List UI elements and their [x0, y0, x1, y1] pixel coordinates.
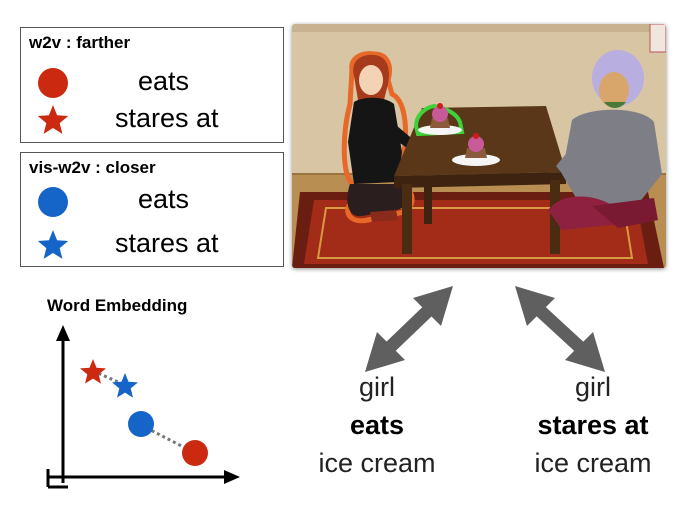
- embedding-plot: [46, 325, 240, 489]
- caption-right-relation: stares at: [537, 410, 649, 440]
- legend-vis-stares-row: stares at: [33, 227, 273, 263]
- w2v-eats-circle: [182, 440, 208, 466]
- legend-vis-title: vis-w2v : closer: [29, 158, 156, 177]
- caption-left-object: ice cream: [318, 448, 436, 478]
- caption-left-subject: girl: [358, 372, 395, 402]
- legend-vis-eats-row: eats: [33, 183, 273, 219]
- scene-image: [292, 24, 666, 268]
- y-axis-arrowhead: [56, 325, 70, 341]
- caption-right-object: ice cream: [534, 448, 652, 478]
- legend-vis-eats-label: eats: [138, 184, 190, 214]
- vis-stares-star: [112, 373, 138, 398]
- legend-w2v: w2v : farther eats stares at: [20, 27, 284, 143]
- old-woman-figure: [548, 50, 662, 230]
- caption-right: girl stares at ice cream: [513, 368, 673, 482]
- legend-w2v-stares-row: stares at: [33, 102, 273, 138]
- legend-vis-stares-label: stares at: [115, 228, 219, 258]
- caption-left-relation: eats: [349, 410, 405, 440]
- legend-w2v-title: w2v : farther: [29, 33, 131, 52]
- legend-w2v-eats-row: eats: [33, 65, 273, 101]
- legend-w2v-eats-label: eats: [138, 66, 190, 96]
- clipart-scene: [292, 24, 666, 268]
- red-star-icon: [37, 105, 69, 134]
- red-circle-icon: [38, 68, 68, 98]
- blue-star-icon: [37, 230, 69, 259]
- x-axis-arrowhead: [224, 470, 240, 484]
- caption-right-subject: girl: [574, 372, 611, 402]
- ice-cream-second: [452, 133, 500, 166]
- double-arrow-left-icon: [365, 286, 453, 372]
- legend-w2v-stares-label: stares at: [115, 103, 219, 133]
- w2v-stares-star: [80, 359, 106, 384]
- vis-eats-circle: [128, 411, 154, 437]
- blue-circle-icon: [38, 187, 68, 217]
- girl-figure: [341, 51, 416, 224]
- caption-left: girl eats ice cream: [297, 368, 457, 482]
- ice-cream-highlighted: [413, 103, 465, 137]
- embedding-title: Word Embedding: [47, 296, 188, 315]
- double-arrow-right-icon: [515, 286, 605, 372]
- legend-vis-w2v: vis-w2v : closer eats stares at: [20, 152, 284, 267]
